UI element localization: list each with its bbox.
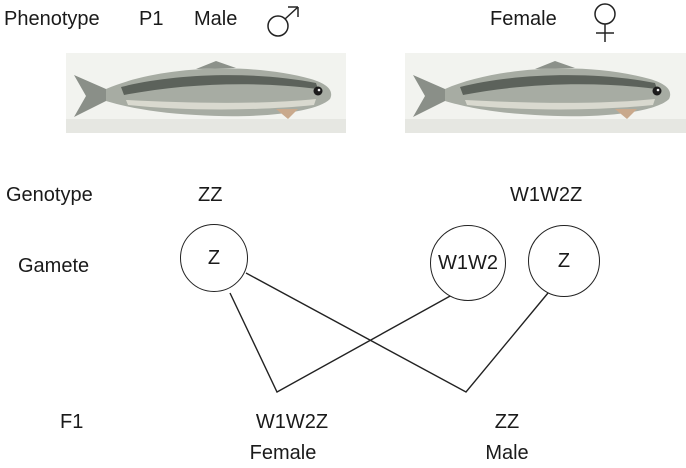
genotype-label: Genotype	[6, 184, 93, 206]
f1-label: F1	[60, 411, 84, 433]
venus-symbol-icon	[594, 3, 616, 42]
gamete-circle-male-z: Z	[180, 224, 248, 292]
male-label: Male	[194, 8, 238, 30]
mars-symbol-icon	[267, 6, 299, 37]
gamete-female-z-label: Z	[557, 249, 571, 272]
line-male-z-to-f1-female	[229, 292, 453, 393]
female-fish-photo	[405, 53, 686, 133]
gamete-circle-female-z: Z	[528, 225, 600, 297]
fish-icon	[66, 53, 346, 133]
f1-offspring-1-genotype: W1W2Z	[255, 411, 329, 433]
female-label: Female	[490, 8, 557, 30]
male-genotype: ZZ	[198, 184, 223, 206]
gamete-male-z-label: Z	[207, 246, 221, 269]
gamete-label: Gamete	[18, 255, 90, 277]
f1-offspring-1-sex: Female	[249, 442, 317, 464]
fish-icon	[405, 53, 686, 133]
line-male-z-to-f1-male	[245, 272, 549, 393]
f1-offspring-2-genotype: ZZ	[494, 411, 520, 433]
female-genotype: W1W2Z	[510, 184, 583, 206]
gamete-female-w1w2-label: W1W2	[438, 251, 498, 274]
f1-offspring-2-sex: Male	[485, 442, 529, 464]
gamete-circle-female-w1w2: W1W2	[430, 225, 506, 301]
male-fish-photo	[66, 53, 346, 133]
p1-label: P1	[139, 8, 164, 30]
phenotype-label: Phenotype	[4, 8, 100, 30]
